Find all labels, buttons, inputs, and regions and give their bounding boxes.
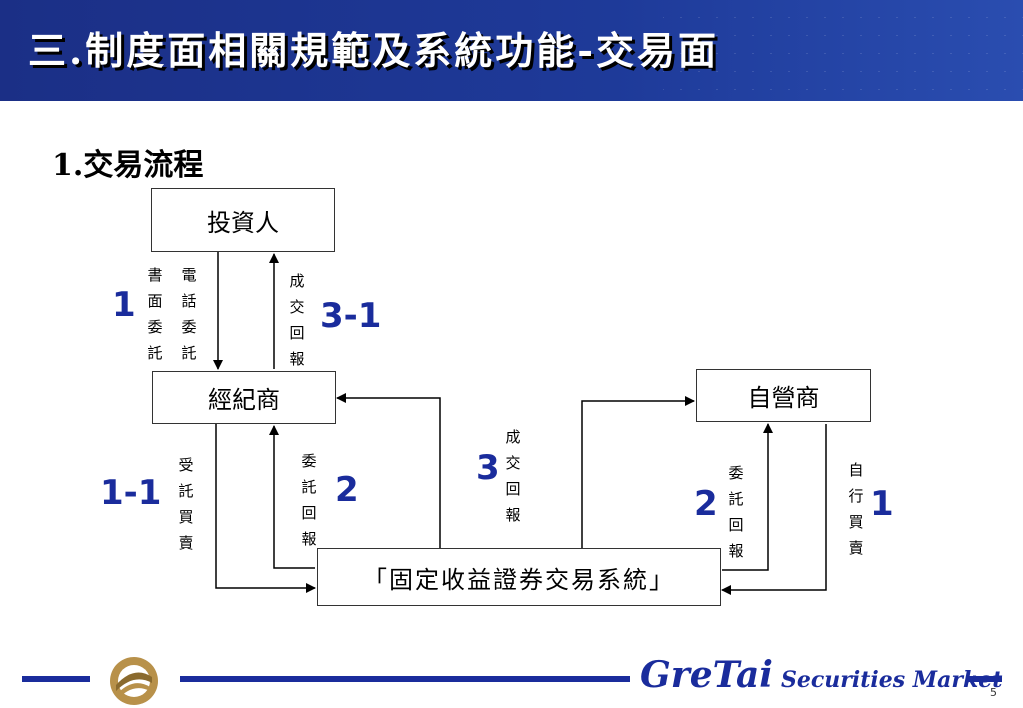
label-self-trade: 自行買賣 [848, 461, 864, 557]
label-phone-order: 電話委託 [181, 266, 197, 362]
step-2-broker: 2 [335, 470, 359, 510]
step-3: 3 [476, 448, 500, 488]
arrow-trade-report-to-dealer [581, 396, 695, 548]
label-written-order: 書面委託 [147, 266, 163, 362]
step-3-1: 3-1 [320, 296, 382, 336]
page-title: 三.制度面相關規範及系統功能-交易面 [28, 28, 720, 73]
label-accept-order: 受託買賣 [178, 456, 194, 552]
footer-line-left [22, 676, 90, 682]
arrow-dealer-to-system [721, 424, 827, 595]
brand-main: GreTai [640, 654, 773, 696]
footer-line-middle [180, 676, 630, 682]
dealer-box: 自營商 [696, 369, 871, 422]
arrow-trade-report-to-broker [336, 393, 441, 548]
label-trade-report-system: 成交回報 [505, 428, 521, 524]
section-title: 1.交易流程 [52, 148, 204, 183]
step-1-1: 1-1 [100, 473, 162, 513]
brand-logo: GreTai Securities Market [640, 654, 1002, 696]
header-banner: 三.制度面相關規範及系統功能-交易面 [0, 0, 1023, 101]
step-1-dealer: 1 [870, 484, 894, 524]
label-order-report-broker: 委託回報 [301, 452, 317, 548]
trading-system-box: 「固定收益證券交易系統」 [317, 548, 721, 606]
arrow-order-report-to-dealer [722, 423, 773, 571]
header-pattern [663, 0, 1023, 101]
gretai-logo-icon [110, 657, 158, 705]
page-number: 5 [990, 686, 997, 699]
footer-line-right [966, 676, 1002, 682]
broker-box: 經紀商 [152, 371, 336, 424]
arrow-broker-to-system [215, 424, 316, 593]
label-order-report-dealer: 委託回報 [728, 464, 744, 560]
brand-sub: Securities Market [780, 667, 1003, 693]
label-trade-report-investor: 成交回報 [289, 272, 305, 368]
investor-box: 投資人 [151, 188, 335, 252]
arrow-system-order-report-broker [269, 425, 315, 569]
step-2-dealer: 2 [694, 484, 718, 524]
step-1-investor: 1 [112, 285, 136, 325]
